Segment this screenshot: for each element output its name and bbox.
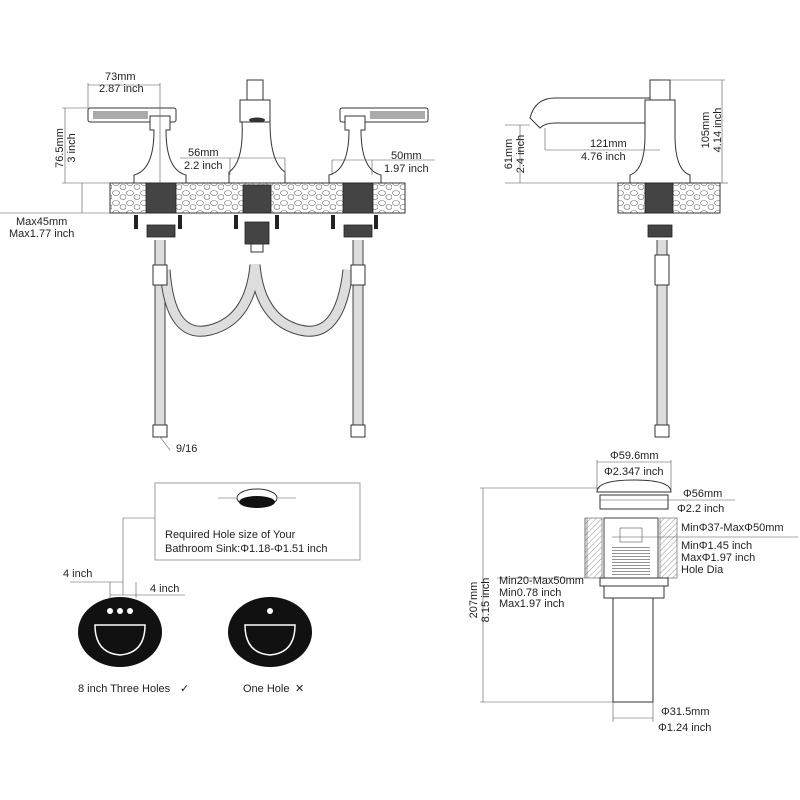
dim-thickness-mm: Min20-Max50mm (499, 575, 584, 587)
dim-spout-height-in: 2.4 inch (515, 135, 527, 174)
dim-deck-max-mm: Max45mm (16, 216, 67, 228)
dim-hole-label: Hole Dia (681, 564, 724, 576)
three-hole-sink (78, 597, 162, 667)
dim-handle-height-mm: 76.5mm (54, 128, 66, 168)
dim-spout-height-mm: 61mm (503, 139, 515, 170)
dim-hole-range-mm: MinΦ37-MaxΦ50mm (681, 522, 784, 534)
dim-spout-base-in: 2.2 inch (184, 160, 223, 172)
dim-cap-dia-in: Φ2.347 inch (604, 466, 664, 478)
sink-hole-info: Required Hole size of Your Bathroom Sink… (63, 482, 361, 695)
dim-handle-base-in: 1.97 inch (384, 163, 429, 175)
dim-handle-width-mm: 73mm (105, 71, 136, 83)
dim-total-height-in: 4.14 inch (712, 108, 724, 153)
dim-drain-height-mm: 207mm (468, 582, 480, 619)
dim-handle-base-mm: 50mm (391, 150, 422, 162)
dim-thickness-max-in: Max1.97 inch (499, 598, 564, 610)
dim-handle-width-in: 2.87 inch (99, 83, 144, 95)
faucet-side-view: 61mm 2.4 inch 121mm 4.76 inch 105mm 4.14… (503, 79, 728, 438)
one-hole-cross: ✕ (295, 683, 304, 695)
dim-cap-dia-mm: Φ59.6mm (610, 450, 659, 462)
hole-size-line2: Bathroom Sink:Φ1.18-Φ1.51 inch (165, 543, 327, 555)
dim-tail-dia-mm: Φ31.5mm (661, 706, 710, 718)
dim-total-height-mm: 105mm (700, 112, 712, 149)
pop-up-drain: Φ59.6mm Φ2.347 inch Φ56mm Φ2.2 inch MinΦ… (468, 450, 798, 734)
dim-hole-min-in: MinΦ1.45 inch (681, 540, 752, 552)
dim-tail-dia-in: Φ1.24 inch (658, 722, 711, 734)
dim-drain-height-in: 8.15 inch (480, 578, 492, 623)
dim-deck-max-in: Max1.77 inch (9, 228, 74, 240)
faucet-front-view: 73mm 2.87 inch 76.5mm 3 inch 56mm 2.2 in… (0, 71, 435, 455)
hole-spacing-right: 4 inch (150, 583, 179, 595)
right-handle (328, 107, 429, 238)
supply-hoses (152, 240, 366, 438)
dim-spout-reach-in: 4.76 inch (581, 151, 626, 163)
three-holes-label: 8 inch Three Holes (78, 683, 171, 695)
one-hole-label: One Hole (243, 683, 289, 695)
one-hole-sink (228, 597, 312, 667)
dim-flange-dia-in: Φ2.2 inch (677, 503, 724, 515)
dim-hole-max-in: MaxΦ1.97 inch (681, 552, 755, 564)
connector-size: 9/16 (176, 443, 197, 455)
three-holes-check: ✓ (180, 683, 189, 695)
dim-handle-height-in: 3 inch (66, 133, 78, 162)
hole-spacing-left: 4 inch (63, 568, 92, 580)
dim-spout-reach-mm: 121mm (590, 138, 627, 150)
dim-thickness-min-in: Min0.78 inch (499, 587, 561, 599)
center-spout (228, 79, 286, 253)
hole-size-line1: Required Hole size of Your (165, 529, 296, 541)
dim-spout-base-mm: 56mm (188, 147, 219, 159)
dim-flange-dia-mm: Φ56mm (683, 488, 722, 500)
